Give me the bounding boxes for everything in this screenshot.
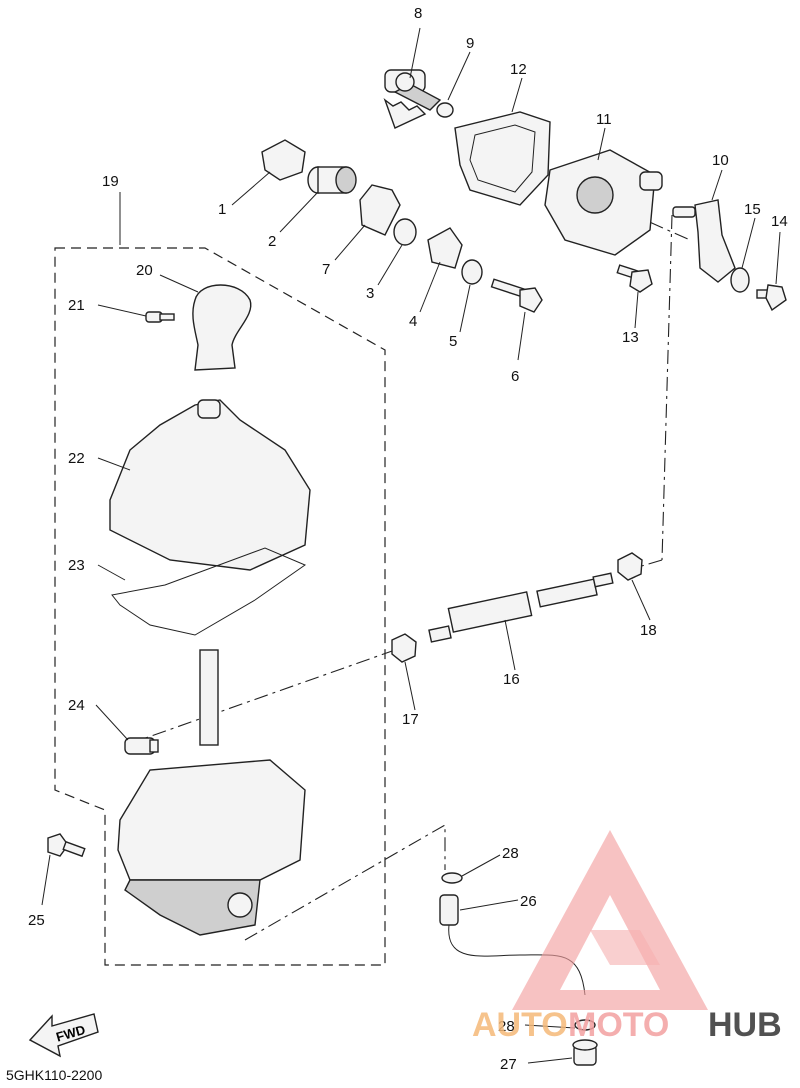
part-12 — [454, 111, 551, 206]
part-8 — [383, 69, 442, 129]
part-27 — [572, 1039, 598, 1066]
callout-3: 3 — [366, 285, 374, 302]
watermark-hub: HUB — [708, 1006, 782, 1044]
group-outline — [54, 247, 386, 966]
part-15 — [730, 267, 750, 293]
callout-27: 27 — [500, 1056, 517, 1073]
part-1 — [261, 139, 306, 181]
part-26 — [439, 894, 586, 996]
assembly-line — [479, 139, 691, 241]
diagram-code: 5GHK110-2200 — [6, 1067, 102, 1083]
callout-7: 7 — [322, 261, 330, 278]
callout-9: 9 — [466, 35, 474, 52]
callout-21: 21 — [68, 297, 85, 314]
callout-23: 23 — [68, 557, 85, 574]
part-22 — [109, 399, 311, 571]
part-3 — [393, 218, 417, 246]
callout-17: 17 — [402, 711, 419, 728]
callout-16: 16 — [503, 671, 520, 688]
callout-12: 12 — [510, 61, 527, 78]
part-5 — [461, 259, 483, 285]
assembly-line — [634, 559, 663, 569]
part-2 — [307, 166, 357, 194]
callout-19: 19 — [102, 173, 119, 190]
callout-14: 14 — [771, 213, 788, 230]
part-9 — [436, 102, 454, 118]
callout-18: 18 — [640, 622, 657, 639]
callout-5: 5 — [449, 333, 457, 350]
part-23 — [111, 547, 307, 636]
callout-4: 4 — [409, 313, 417, 330]
watermark-logo-icon — [512, 830, 708, 1010]
callout-8: 8 — [414, 5, 422, 22]
callout-26: 26 — [520, 893, 537, 910]
fwd-arrow-icon: FWD — [28, 1013, 99, 1058]
callout-24: 24 — [68, 697, 85, 714]
callout-6: 6 — [511, 368, 519, 385]
watermark: AUTO MOTO HUB — [472, 830, 782, 1044]
callout-28-lower: 28 — [498, 1018, 515, 1035]
callout-25: 25 — [28, 912, 45, 929]
callout-1: 1 — [218, 201, 226, 218]
assembly-line — [139, 649, 396, 741]
part-28-lower — [574, 1019, 596, 1031]
part-14 — [756, 284, 787, 312]
watermark-moto: MOTO — [568, 1006, 669, 1044]
part-25 — [47, 833, 86, 858]
part-16 — [428, 572, 614, 643]
part-lever-case — [117, 649, 306, 936]
callout-11: 11 — [596, 111, 612, 128]
part-17 — [391, 633, 417, 663]
part-7 — [359, 184, 401, 236]
callout-20: 20 — [136, 262, 153, 279]
part-20 — [192, 284, 252, 371]
part-10 — [694, 199, 736, 283]
callout-13: 13 — [622, 329, 639, 346]
watermark-auto: AUTO — [472, 1006, 568, 1044]
part-28 — [441, 872, 463, 884]
part-4 — [427, 227, 463, 269]
callout-28: 28 — [502, 845, 519, 862]
callout-2: 2 — [268, 233, 276, 250]
callout-22: 22 — [68, 450, 85, 467]
part-21 — [145, 311, 175, 323]
callouts: 8 9 12 11 10 15 14 1 2 7 3 4 5 6 13 19 2… — [28, 5, 788, 1073]
part-11 — [544, 149, 663, 256]
callout-15: 15 — [744, 201, 761, 218]
part-18 — [617, 552, 643, 581]
part-6 — [490, 278, 543, 313]
part-24 — [124, 737, 159, 755]
assembly-line — [661, 214, 673, 561]
callout-10: 10 — [712, 152, 729, 169]
part-13 — [616, 264, 653, 293]
